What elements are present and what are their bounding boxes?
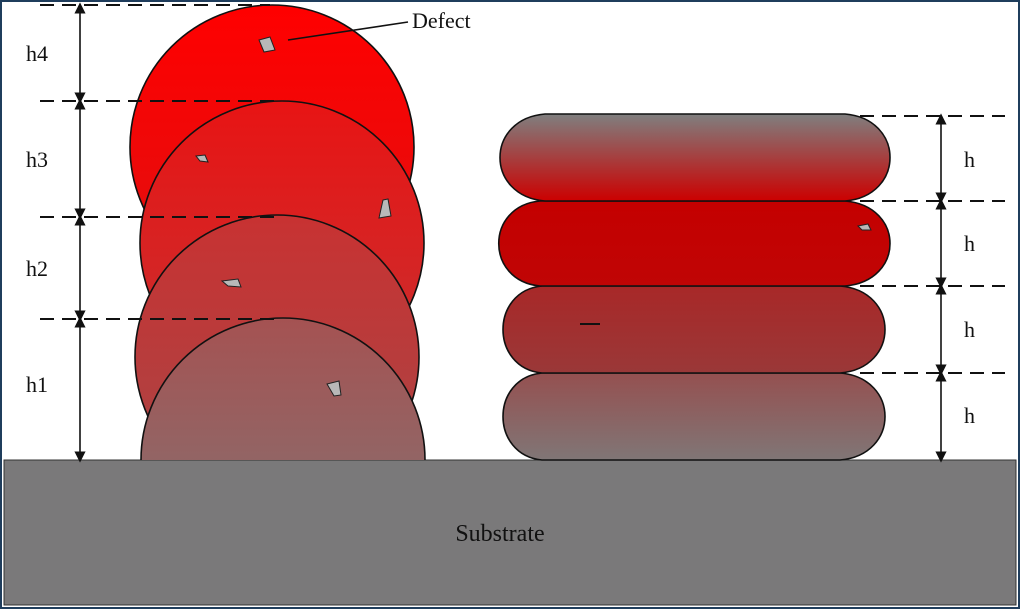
uniform-layer-2 <box>502 285 886 374</box>
substrate <box>3 459 1017 606</box>
defect-flake <box>856 223 872 231</box>
label-h-right-4: h <box>964 403 975 428</box>
defect-leader-line <box>287 21 409 41</box>
label-h4: h4 <box>26 41 48 66</box>
substrate-label: Substrate <box>455 521 544 547</box>
label-h1: h1 <box>26 372 48 397</box>
uniform-layer-3 <box>497 200 891 287</box>
uniform-layer-1 <box>502 372 886 461</box>
track-layer-1 <box>140 317 426 460</box>
defect-flake <box>195 154 209 163</box>
defect-flake <box>326 380 342 397</box>
label-h2: h2 <box>26 256 48 281</box>
defect-flake <box>220 278 242 288</box>
label-h-right-2: h <box>964 231 975 256</box>
uniform-layer-4 <box>499 113 891 202</box>
right-layer-stack <box>497 113 891 461</box>
defect-flake <box>258 36 276 53</box>
label-h3: h3 <box>26 147 48 172</box>
label-h-right-1: h <box>964 147 975 172</box>
defect-flake <box>378 198 392 219</box>
defect-label: Defect <box>412 8 471 33</box>
label-h-right-3: h <box>964 317 975 342</box>
